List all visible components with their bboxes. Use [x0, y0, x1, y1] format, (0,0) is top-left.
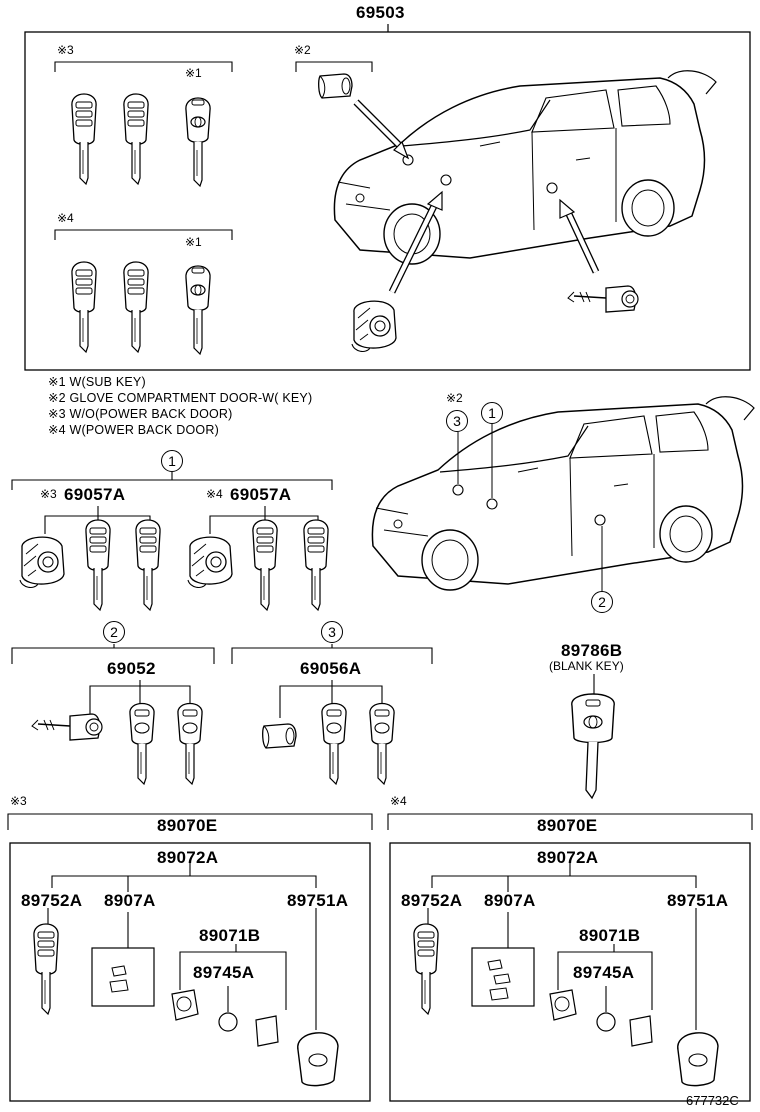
set2-parts: [31, 702, 203, 785]
remote-key-image: [71, 261, 97, 353]
callout-3: 3: [446, 410, 468, 432]
note-3: ※3 W/O(POWER BACK DOOR): [48, 407, 233, 421]
note-2: ※2 GLOVE COMPARTMENT DOOR-W( KEY): [48, 391, 313, 405]
remote-key-image: [71, 93, 97, 185]
mark-3: ※3: [57, 43, 74, 57]
kit-right-transmitter: 89071B: [579, 926, 641, 945]
door-lock-image: [567, 285, 639, 313]
set1-part-a: 69057A: [64, 485, 126, 504]
kit-left-key: 89752A: [21, 891, 83, 910]
top-car-illustration: [318, 70, 717, 353]
set3-parts: [262, 702, 395, 785]
callout-1: 1: [161, 450, 183, 472]
remote-key-image: [123, 261, 149, 353]
top-assembly-box: [24, 24, 751, 371]
callout-2: 2: [591, 591, 613, 613]
top-keys-group-4: [71, 261, 211, 355]
top-keys-group-3: [71, 93, 211, 187]
blank-key-desc: (BLANK KEY): [549, 659, 624, 673]
blank-key-part-number: 89786B: [561, 641, 623, 660]
mark-4: ※4: [206, 487, 223, 501]
glove-lock-image: [318, 73, 353, 99]
kit-right-assembly: 89070E: [537, 816, 598, 835]
kit-left-plate: 8907A: [104, 891, 156, 910]
callout-1: 1: [481, 402, 503, 424]
set2-part: 69052: [107, 659, 156, 678]
kit-right-frame: [387, 813, 753, 1102]
mark-2: ※2: [446, 391, 463, 405]
kit-right-battery: 89745A: [573, 963, 635, 982]
sub-key-image: [185, 97, 211, 187]
mark-1: ※1: [185, 235, 202, 249]
kit-right-case: 89751A: [667, 891, 729, 910]
mark-1: ※1: [185, 66, 202, 80]
kit-right-key: 89752A: [401, 891, 463, 910]
set1-parts: [19, 519, 329, 611]
kit-left-frame: [7, 813, 373, 1102]
callout-car-illustration: [371, 396, 755, 592]
kit-left-parts: [33, 923, 339, 1087]
kit-right-mark: ※4: [390, 794, 407, 808]
header-part-number: 69503: [356, 3, 405, 22]
callout-2: 2: [103, 621, 125, 643]
mark-2: ※2: [294, 43, 311, 57]
ignition-cylinder-image: [351, 300, 397, 353]
kit-left-transmitter: 89071B: [199, 926, 261, 945]
mark-4: ※4: [57, 211, 74, 225]
set1-part-b: 69057A: [230, 485, 292, 504]
kit-left-battery: 89745A: [193, 963, 255, 982]
mark-3: ※3: [40, 487, 57, 501]
kit-left-mark: ※3: [10, 794, 27, 808]
kit-right-parts: [413, 923, 719, 1087]
callout-3: 3: [321, 621, 343, 643]
kit-left-sub-assembly: 89072A: [157, 848, 219, 867]
kit-right-plate: 8907A: [484, 891, 536, 910]
note-4: ※4 W(POWER BACK DOOR): [48, 423, 219, 437]
blank-key-part: [571, 674, 615, 800]
set3-part: 69056A: [300, 659, 362, 678]
remote-key-image: [123, 93, 149, 185]
kit-left-assembly: 89070E: [157, 816, 218, 835]
kit-right-sub-assembly: 89072A: [537, 848, 599, 867]
sub-key-image: [185, 265, 211, 355]
kit-left-case: 89751A: [287, 891, 349, 910]
catalog-code: 677732C: [686, 1093, 739, 1108]
note-1: ※1 W(SUB KEY): [48, 375, 146, 389]
